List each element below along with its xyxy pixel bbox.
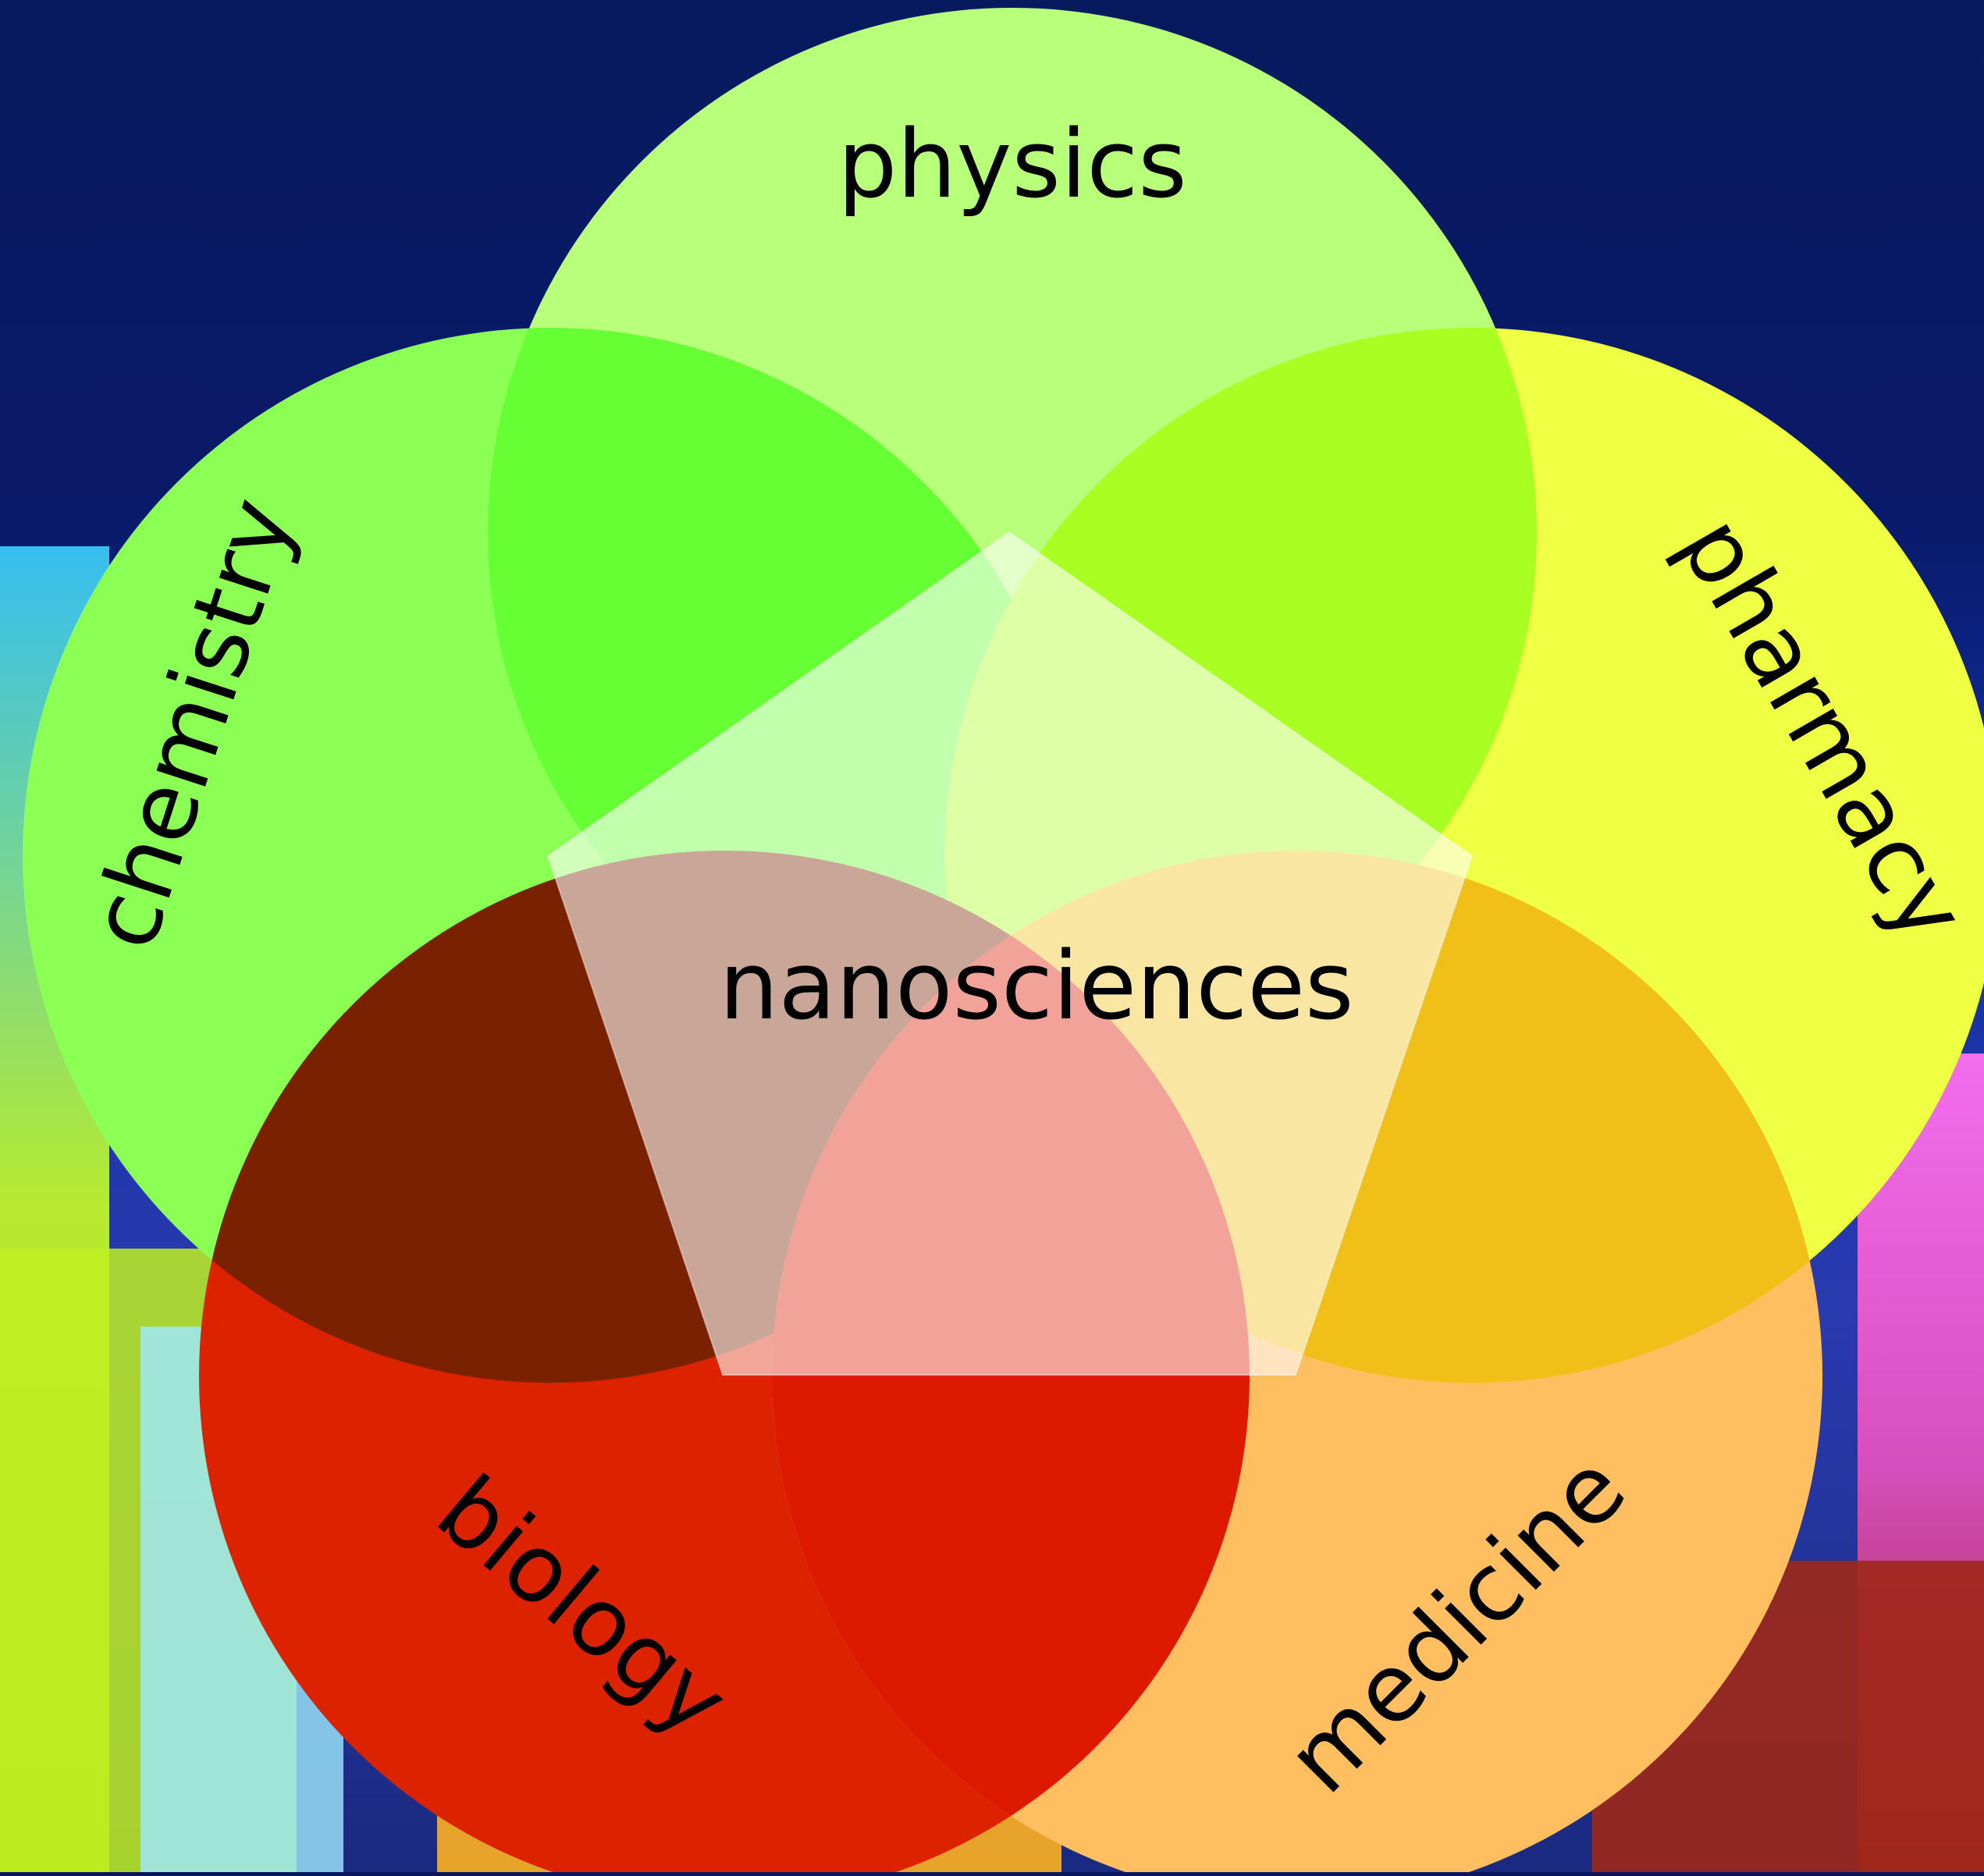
nanosciences-label: nanosciences	[719, 933, 1353, 1041]
physics-label: physics	[837, 111, 1187, 219]
